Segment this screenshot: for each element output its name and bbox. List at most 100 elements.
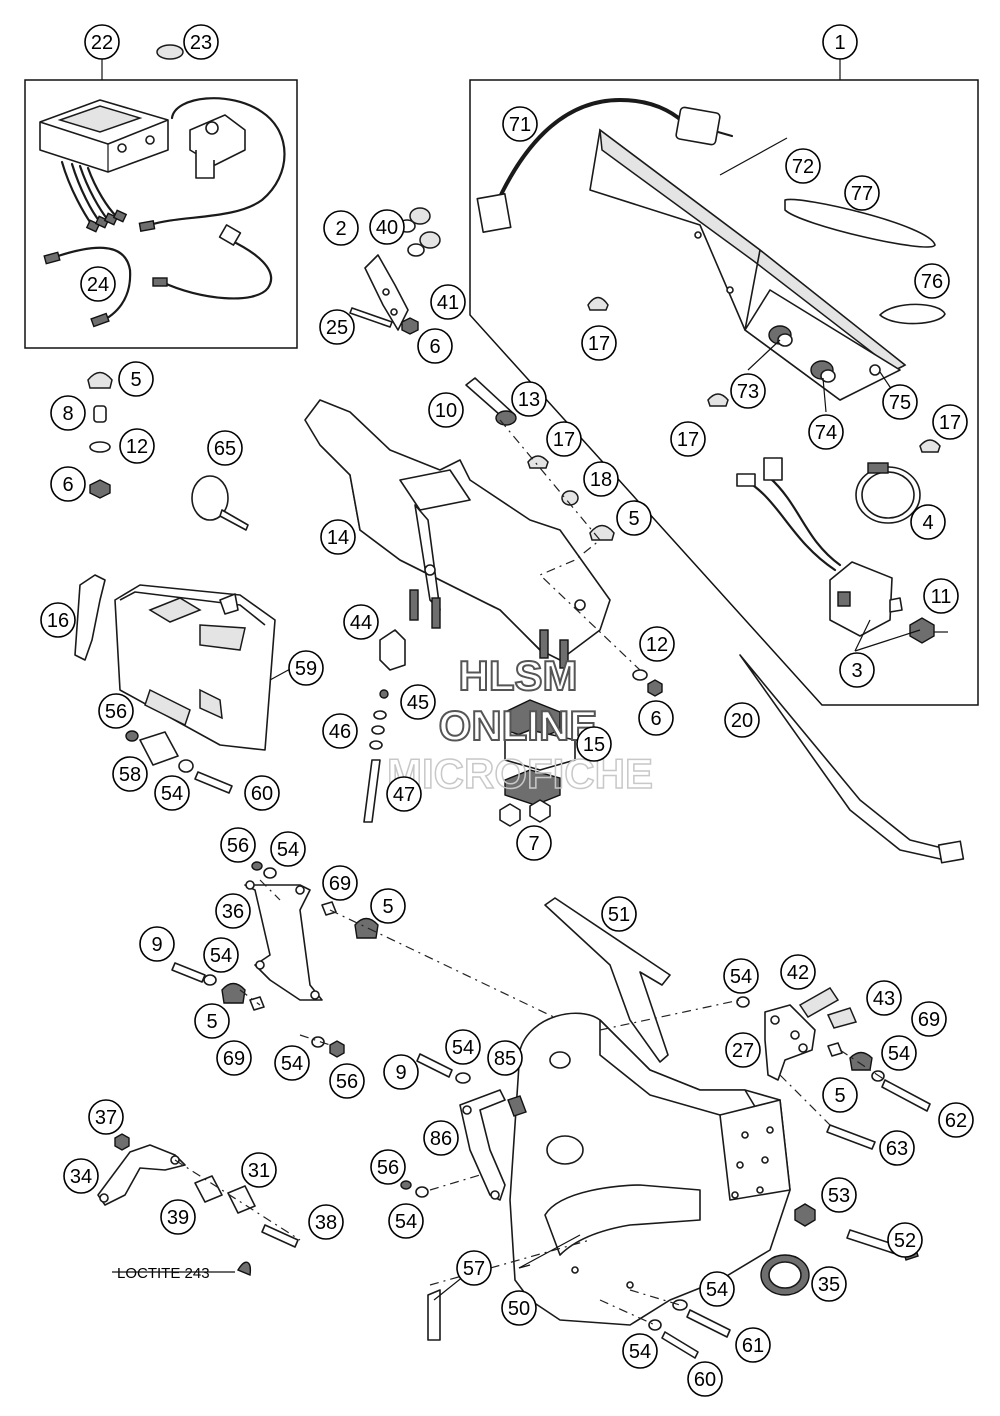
callout-54-g: 54 xyxy=(445,1029,481,1065)
svg-text:17: 17 xyxy=(939,412,961,434)
callout-42: 42 xyxy=(780,954,816,990)
svg-text:24: 24 xyxy=(87,274,109,296)
svg-text:12: 12 xyxy=(646,634,668,656)
callout-31: 31 xyxy=(241,1152,277,1188)
svg-text:85: 85 xyxy=(494,1048,516,1070)
svg-text:34: 34 xyxy=(70,1166,92,1188)
svg-text:37: 37 xyxy=(95,1107,117,1129)
grommet-17-c xyxy=(919,439,941,453)
svg-text:47: 47 xyxy=(393,784,415,806)
svg-text:75: 75 xyxy=(889,392,911,414)
washer-54-e xyxy=(736,996,750,1008)
svg-text:53: 53 xyxy=(828,1185,850,1207)
callout-5-c: 5 xyxy=(370,888,406,924)
svg-text:18: 18 xyxy=(590,469,612,491)
assembly-line-e xyxy=(174,1159,301,1241)
callout-76: 76 xyxy=(914,263,950,299)
svg-text:60: 60 xyxy=(694,1369,716,1391)
callout-54-e: 54 xyxy=(723,958,759,994)
svg-text:54: 54 xyxy=(888,1043,910,1065)
callout-61: 61 xyxy=(735,1327,771,1363)
svg-text:2: 2 xyxy=(335,218,346,240)
headlight-wiring-71 xyxy=(476,97,734,233)
wiring-harness-20 xyxy=(739,654,965,864)
clip-44 xyxy=(379,629,406,671)
callout-69-a: 69 xyxy=(322,865,358,901)
callout-63: 63 xyxy=(879,1130,915,1166)
svg-text:56: 56 xyxy=(377,1157,399,1179)
callout-71: 71 xyxy=(502,106,538,142)
callout-23: 23 xyxy=(183,24,219,60)
washer-13 xyxy=(495,410,517,426)
svg-text:59: 59 xyxy=(295,658,317,680)
callout-17-d: 17 xyxy=(546,421,582,457)
assembly-line-f xyxy=(599,1289,681,1326)
callout-5-d: 5 xyxy=(194,1003,230,1039)
svg-text:11: 11 xyxy=(931,586,952,608)
callout-54-c: 54 xyxy=(203,937,239,973)
hose-clamp-4 xyxy=(855,462,921,524)
handle-51 xyxy=(544,897,671,1063)
callout-52: 52 xyxy=(887,1222,923,1258)
callout-40: 40 xyxy=(369,209,405,245)
headlight-mask-72 xyxy=(589,128,907,401)
callout-36: 36 xyxy=(215,893,251,929)
callout-75: 75 xyxy=(882,384,918,420)
callout-11: 11 xyxy=(923,578,959,614)
svg-text:76: 76 xyxy=(921,271,943,293)
callout-54-d: 54 xyxy=(274,1045,310,1081)
callout-74: 74 xyxy=(808,414,844,450)
callout-58: 58 xyxy=(112,756,148,792)
svg-text:71: 71 xyxy=(509,114,531,136)
svg-text:9: 9 xyxy=(395,1062,406,1084)
grommet-17-b xyxy=(707,393,729,407)
svg-text:27: 27 xyxy=(732,1040,754,1062)
grommet-5-b xyxy=(589,524,615,541)
callout-22: 22 xyxy=(84,24,120,60)
svg-text:54: 54 xyxy=(281,1053,303,1075)
svg-text:43: 43 xyxy=(873,988,895,1010)
bolt-9-b xyxy=(416,1053,453,1078)
callout-6-b: 6 xyxy=(638,700,674,736)
bolt-40 xyxy=(398,207,431,233)
washer-54-j xyxy=(648,1319,662,1331)
svg-text:ONLINE: ONLINE xyxy=(439,702,598,749)
callout-51: 51 xyxy=(601,896,637,932)
svg-text:86: 86 xyxy=(430,1128,452,1150)
callout-10: 10 xyxy=(428,392,464,428)
ring-35 xyxy=(760,1254,810,1296)
callout-77: 77 xyxy=(844,175,880,211)
svg-text:15: 15 xyxy=(583,734,605,756)
callout-46: 46 xyxy=(322,713,358,749)
nut-7-a xyxy=(499,803,521,827)
callout-27: 27 xyxy=(725,1032,761,1068)
callout-3: 3 xyxy=(839,652,875,688)
callout-50: 50 xyxy=(501,1290,537,1326)
callout-56-a: 56 xyxy=(98,693,134,729)
nut-56-c xyxy=(329,1040,345,1058)
callout-86: 86 xyxy=(423,1120,459,1156)
svg-text:58: 58 xyxy=(119,764,141,786)
callout-43: 43 xyxy=(866,980,902,1016)
bolt-38 xyxy=(261,1224,299,1248)
callout-56-c: 56 xyxy=(329,1063,365,1099)
callout-54-i: 54 xyxy=(699,1271,735,1307)
bulb-socket-74 xyxy=(810,360,836,383)
bolt-63 xyxy=(826,1124,876,1150)
callout-4: 4 xyxy=(910,504,946,540)
callout-12-a: 12 xyxy=(639,626,675,662)
spacer-69-c xyxy=(827,1042,843,1057)
svg-text:50: 50 xyxy=(508,1298,530,1320)
callout-8: 8 xyxy=(50,395,86,431)
washer-54-a xyxy=(178,759,194,773)
callout-54-a: 54 xyxy=(154,775,190,811)
svg-text:3: 3 xyxy=(851,660,862,682)
svg-text:56: 56 xyxy=(227,835,249,857)
svg-text:69: 69 xyxy=(223,1048,245,1070)
callout-13: 13 xyxy=(511,381,547,417)
nut-6-c xyxy=(89,479,111,499)
callout-60-a: 60 xyxy=(244,775,280,811)
cap-23 xyxy=(156,44,184,60)
callout-85: 85 xyxy=(487,1040,523,1076)
callout-73: 73 xyxy=(730,373,766,409)
